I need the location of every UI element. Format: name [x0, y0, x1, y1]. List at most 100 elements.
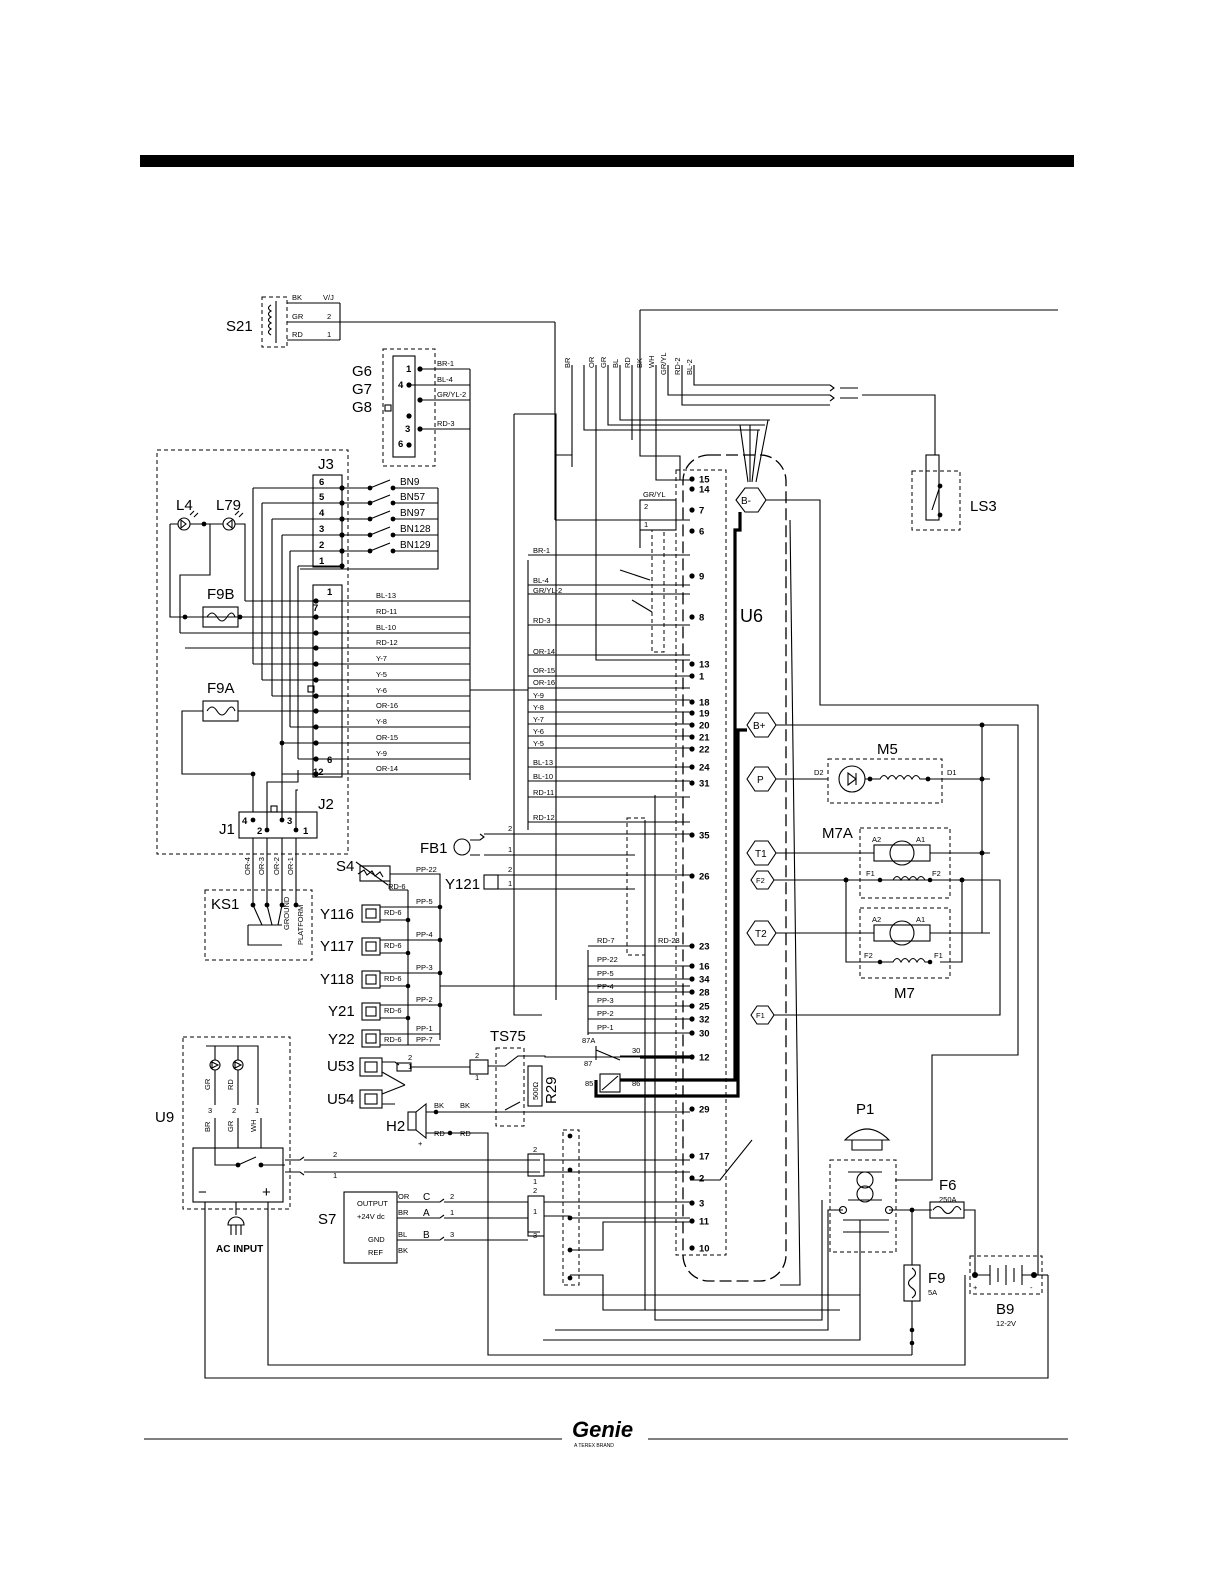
- j3-pin-1: 1: [319, 556, 325, 567]
- u6-pin-dot-31: [689, 780, 695, 786]
- j1-connector: J1 4 2 3 1: [219, 770, 318, 839]
- m7a-f2-label: F2: [932, 869, 941, 878]
- s21-wire-rd: RD: [292, 330, 303, 339]
- u6-pin-label-6: 6: [699, 527, 704, 538]
- terminal-b-minus: B-: [735, 487, 767, 513]
- ks1-wire-or1: OR-1: [286, 857, 295, 875]
- u6-pin-dot-14: [689, 486, 695, 492]
- m5-d1-label: D1: [947, 768, 957, 777]
- u6-wire-pp5: PP-5: [597, 969, 614, 978]
- y117-label: Y117: [320, 938, 354, 955]
- ks1-wire-or3: OR-3: [257, 857, 266, 875]
- u6-pin-label-22: 22: [699, 745, 710, 756]
- u6-pin-label-34: 34: [699, 975, 710, 986]
- u6-wire-bl4: BL-4: [533, 576, 549, 585]
- y116-wire-pp5: PP-5: [416, 897, 433, 906]
- j3-pin-6: 6: [319, 477, 324, 488]
- u6-pin-dot-3: [689, 1200, 695, 1206]
- u6-wire-bl13: BL-13: [533, 758, 553, 767]
- f9a-label: F9A: [207, 680, 235, 697]
- u53-label: U53: [327, 1058, 355, 1075]
- top-wire-rd2: RD-2: [673, 357, 682, 375]
- j1-pin-4: 4: [242, 816, 248, 827]
- u6-pin-label-32: 32: [699, 1015, 710, 1026]
- terminal-p-label: P: [757, 775, 764, 786]
- b9-label: B9: [996, 1301, 1014, 1318]
- u6-wire-pp22: PP-22: [597, 955, 618, 964]
- terminal-b-plus-label: B+: [753, 721, 766, 732]
- s7-u6-2: 2: [533, 1186, 537, 1195]
- f9-rating: 5A: [928, 1288, 937, 1297]
- s4-tilt-sensor: S4 PP-22 RD-6: [336, 858, 441, 1040]
- u9-plus: +: [262, 1184, 271, 1201]
- j1-pin-1: 1: [303, 826, 309, 837]
- j2-wire-rd12: RD-12: [376, 638, 398, 647]
- top-wire-or: OR: [587, 356, 596, 368]
- u6-pin-dot-35: [689, 832, 695, 838]
- s7-gnd: GND: [368, 1235, 385, 1244]
- h2-wire-rd-2: RD: [460, 1129, 471, 1138]
- u6-pin-dot-12: [689, 1054, 695, 1060]
- u6-pin-label-3: 3: [699, 1199, 704, 1210]
- g6-pin-6: 6: [398, 439, 403, 450]
- u6-pin-dot-16: [689, 963, 695, 969]
- u6-pin-dot-30: [689, 1030, 695, 1036]
- terminal-t2: T2: [746, 920, 777, 946]
- l79-label: L79: [216, 497, 241, 514]
- y121-pin-1: 1: [508, 879, 512, 888]
- j2-wire-bl10: BL-10: [376, 623, 396, 632]
- u6-pin-row: 1514769813118192021222431352623163428253…: [528, 475, 710, 1255]
- l4-l79-lamps: L4 L79: [169, 497, 246, 633]
- top-wire-gryl: GR/YL: [659, 352, 668, 375]
- top-wire-br: BR: [563, 357, 572, 368]
- ts75-pin-1: 1: [475, 1073, 479, 1082]
- s7-24v: +24V dc: [357, 1212, 385, 1221]
- u6-pin-label-11: 11: [699, 1217, 710, 1228]
- ls3-label: LS3: [970, 498, 997, 515]
- bn-switch-bank: BN9 BN57 BN97 BN128 BN129: [300, 477, 439, 570]
- j2-wire-y7: Y-7: [376, 654, 387, 663]
- u6-pin-label-1: 1: [699, 672, 705, 683]
- top-wire-gr: GR: [599, 356, 608, 368]
- bn128-label: BN128: [400, 524, 431, 535]
- u6-pin-label-14: 14: [699, 485, 710, 496]
- fb1-pin-1: 1: [508, 845, 512, 854]
- j3-pin-2: 2: [319, 540, 324, 551]
- j3-j2-panel: J3 J2 6 5 4 3 2 1 1 7 6 12 BN9 BN57: [156, 449, 528, 855]
- ls3-limit-switch: LS3: [911, 454, 997, 531]
- u6-pin-dot-11: [689, 1218, 695, 1224]
- u6-pin-dot-20: [689, 722, 695, 728]
- s7-pin-2: 2: [450, 1192, 454, 1201]
- m7-a1-label: A1: [916, 915, 925, 924]
- u6-pin-label-8: 8: [699, 613, 704, 624]
- u6-pin-label-29: 29: [699, 1105, 710, 1116]
- u9-wire-br: BR: [203, 1121, 212, 1132]
- u6-pin-label-16: 16: [699, 962, 710, 973]
- m7a-drive-motor: M7A A2 A1 F1 F2: [822, 825, 951, 899]
- u6-wire-rd7: RD-7: [597, 936, 615, 945]
- u9-charger: U9 GR RD 3 2 1 BR GR WH − + 2 1 2 1 AC I…: [155, 1036, 1049, 1379]
- m7-a2-label: A2: [872, 915, 881, 924]
- ts75-r29-relay: TS75 2 1 500Ω R29 87A 87 85 86 30: [469, 512, 747, 1127]
- genie-logo: Genie: [572, 1417, 633, 1442]
- u9-pin-2b: 2: [333, 1150, 337, 1159]
- s21-wire-gr: GR: [292, 312, 304, 321]
- terminal-b-plus: B+: [746, 712, 777, 738]
- y117-wire-pp4: PP-4: [416, 930, 433, 939]
- s4-wire-rd6: RD-6: [388, 882, 406, 891]
- ts75-label: TS75: [490, 1028, 526, 1045]
- m5-label: M5: [877, 741, 898, 758]
- u6-pin-dot-18: [689, 699, 695, 705]
- g6-label: G6: [352, 363, 372, 380]
- u6-wire-rd3: RD-3: [533, 616, 551, 625]
- u6-wire-bl10: BL-10: [533, 772, 553, 781]
- u6-pin-dot-19: [689, 710, 695, 716]
- y118-label: Y118: [320, 971, 354, 988]
- u6-pin-dot-24: [689, 764, 695, 770]
- s7-ref: REF: [368, 1248, 383, 1257]
- bn57-label: BN57: [400, 492, 425, 503]
- s7-letter-a: A: [423, 1208, 430, 1219]
- s7-wire-bk: BK: [398, 1246, 408, 1255]
- y22-wire-pp7: PP-7: [416, 1035, 433, 1044]
- h2-label: H2: [386, 1118, 405, 1135]
